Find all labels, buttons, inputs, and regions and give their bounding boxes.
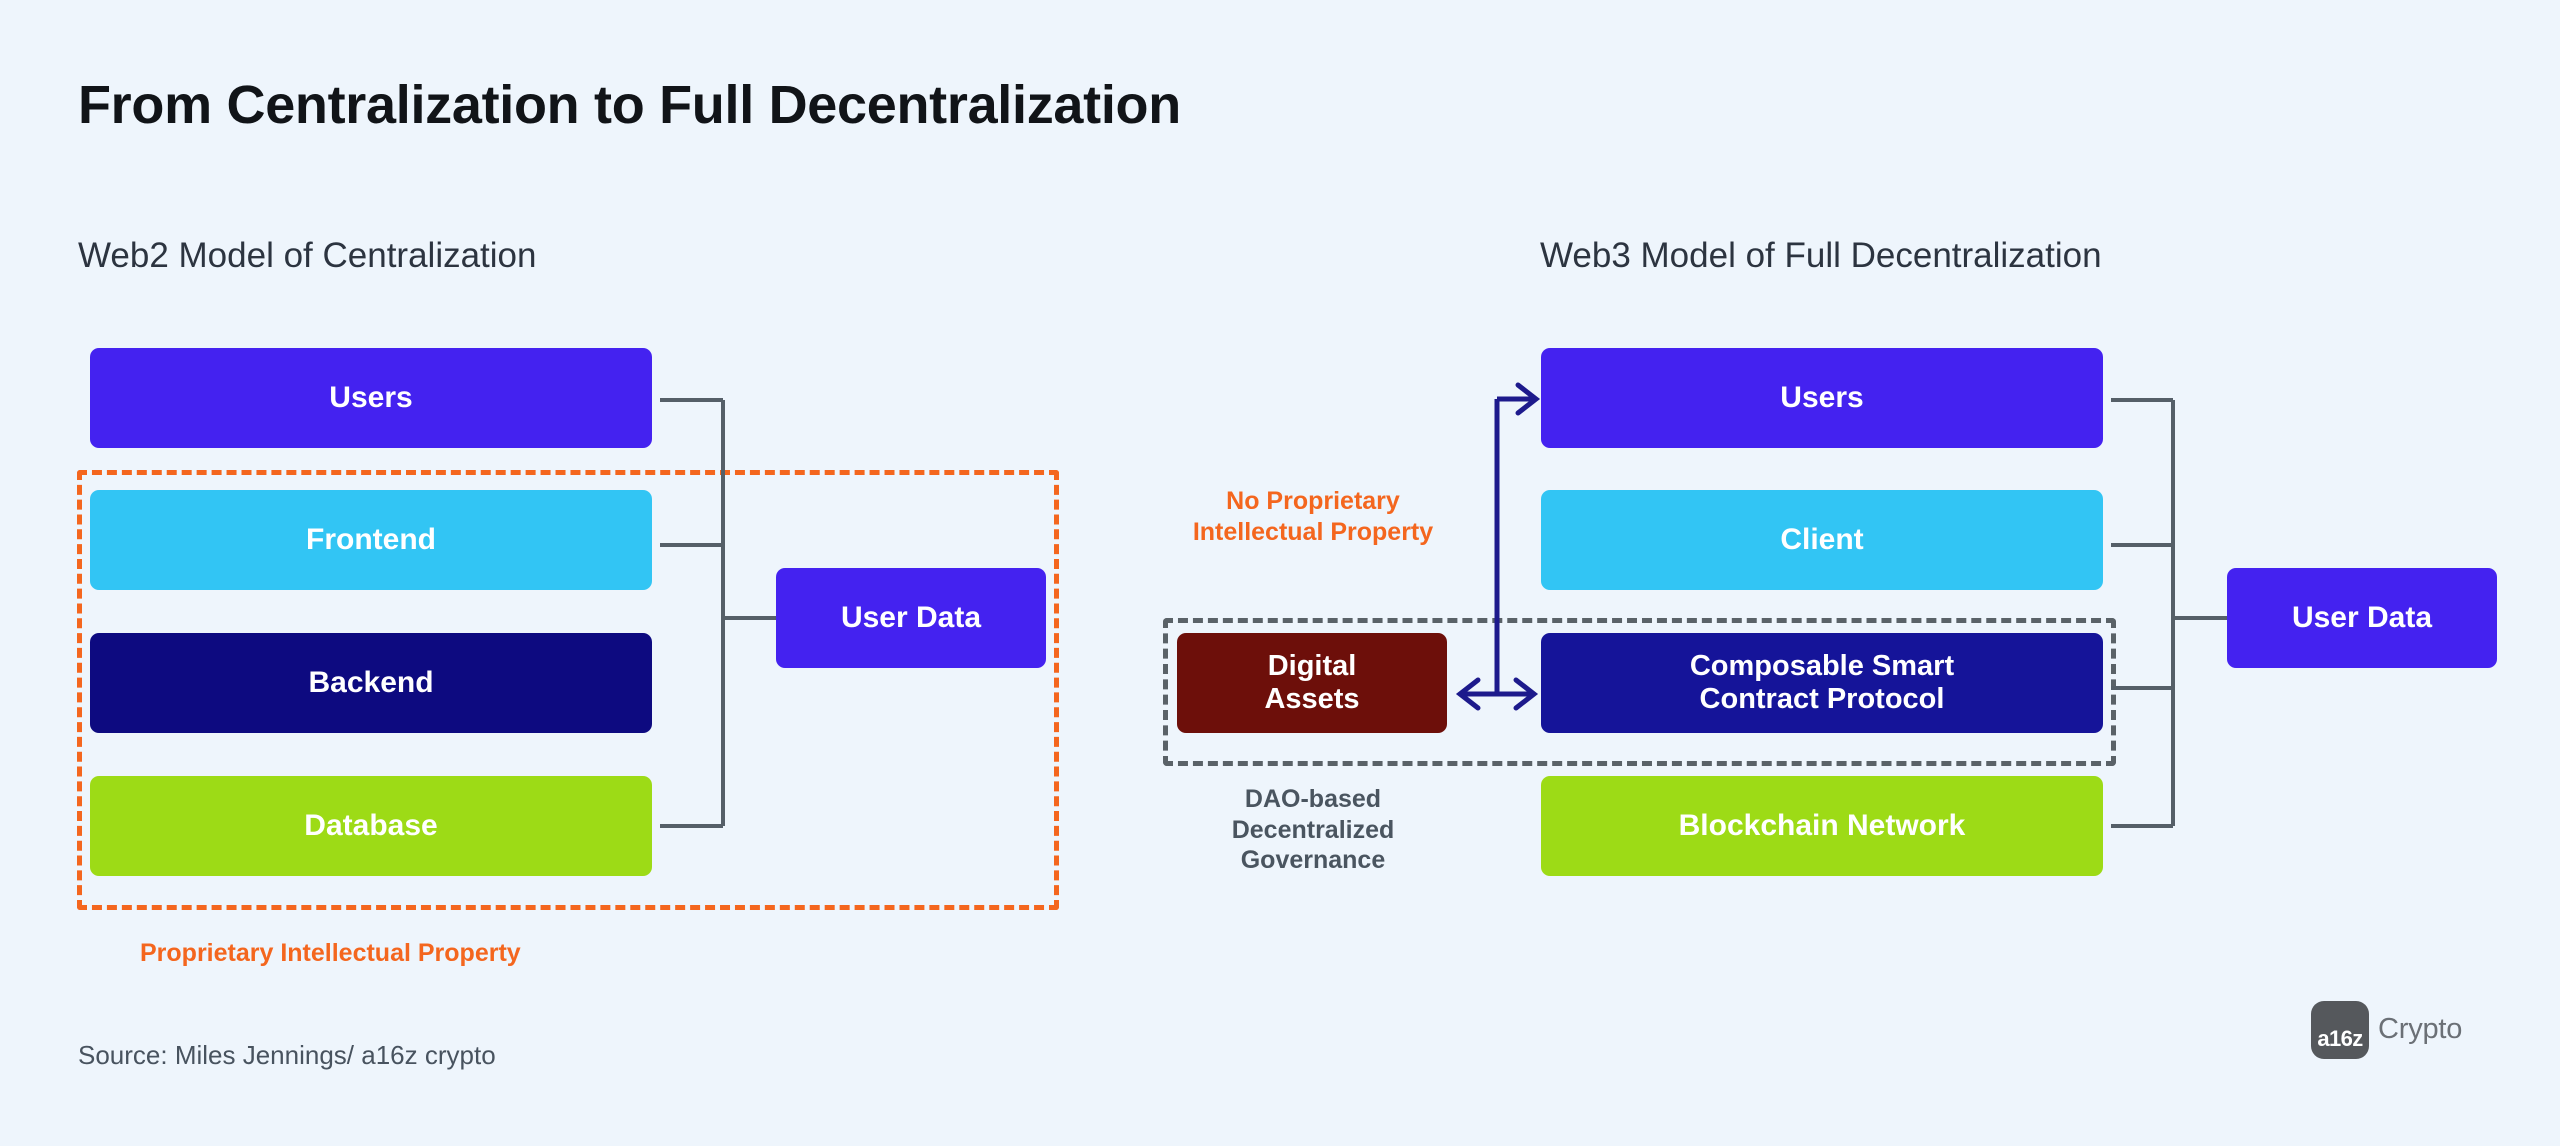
- left-box-database-label: Database: [304, 808, 438, 842]
- right-box-digital-assets[interactable]: Digital Assets: [1177, 633, 1447, 733]
- right-box-digital-assets-label: Digital Assets: [1264, 649, 1360, 715]
- right-box-protocol[interactable]: Composable Smart Contract Protocol: [1541, 633, 2103, 733]
- dao-governance-caption: DAO-based Decentralized Governance: [1231, 785, 1395, 874]
- left-user-data-label: User Data: [840, 600, 982, 634]
- left-box-database[interactable]: Database: [90, 776, 652, 876]
- left-box-frontend[interactable]: Frontend: [90, 490, 652, 590]
- no-proprietary-ip-caption: No Proprietary Intellectual Property: [1192, 487, 1434, 546]
- left-panel-heading: Web2 Model of Centralization: [78, 236, 537, 275]
- a16z-crypto-logo: a16z Crypto: [2311, 1001, 2462, 1059]
- a16z-logo-mark: a16z: [2311, 1001, 2369, 1059]
- left-user-data-box[interactable]: User Data: [776, 568, 1046, 668]
- right-box-blockchain-network-label: Blockchain Network: [1678, 808, 1966, 842]
- source-note: Source: Miles Jennings/ a16z crypto: [78, 1040, 496, 1070]
- right-user-data-box[interactable]: User Data: [2227, 568, 2497, 668]
- left-box-users[interactable]: Users: [90, 348, 652, 448]
- right-box-users-label: Users: [1780, 380, 1864, 414]
- right-box-users[interactable]: Users: [1541, 348, 2103, 448]
- right-box-blockchain-network[interactable]: Blockchain Network: [1541, 776, 2103, 876]
- proprietary-ip-caption: Proprietary Intellectual Property: [140, 939, 521, 967]
- right-box-protocol-label: Composable Smart Contract Protocol: [1689, 649, 1955, 715]
- right-panel-heading: Web3 Model of Full Decentralization: [1540, 236, 2102, 275]
- left-box-frontend-label: Frontend: [306, 522, 436, 556]
- dao-governance-boundary: [1163, 618, 2116, 766]
- proprietary-ip-boundary: [77, 470, 1059, 910]
- left-box-backend-label: Backend: [308, 665, 434, 699]
- left-box-backend[interactable]: Backend: [90, 633, 652, 733]
- right-box-client-label: Client: [1780, 522, 1864, 556]
- left-box-users-label: Users: [329, 380, 413, 414]
- a16z-logo-word: Crypto: [2378, 1012, 2463, 1045]
- right-user-data-label: User Data: [2291, 600, 2433, 634]
- right-box-client[interactable]: Client: [1541, 490, 2103, 590]
- page-title: From Centralization to Full Decentraliza…: [78, 75, 1181, 135]
